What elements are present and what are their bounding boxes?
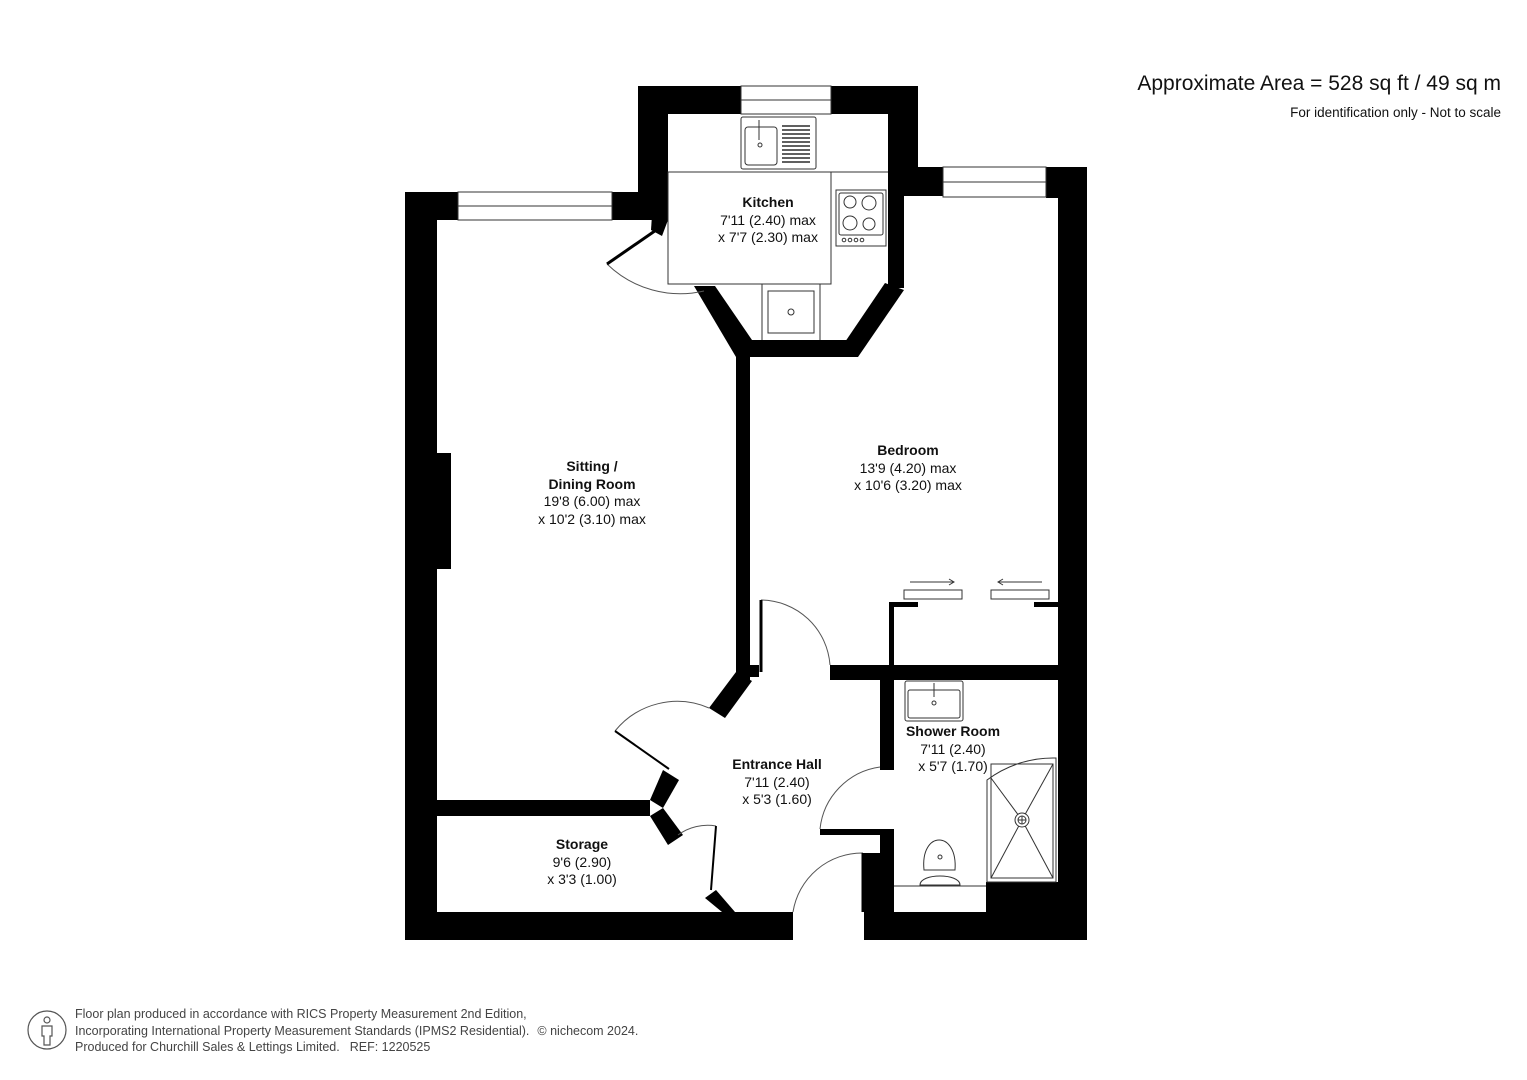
walls (405, 86, 1087, 940)
room-dimension: 9'6 (2.90) (552, 853, 612, 870)
room-dimension: 7'11 (2.40) (920, 740, 986, 757)
room-name: Kitchen (742, 194, 794, 210)
room-bedroom: Bedroom 13'9 (4.20) max x 10'6 (3.20) ma… (854, 442, 962, 495)
wardrobe (903, 578, 1050, 600)
footer-produced-for: Produced for Churchill Sales & Lettings … (75, 1040, 340, 1054)
kitchen-fittings (667, 116, 888, 340)
windows (457, 85, 1047, 221)
footer-line-3: Produced for Churchill Sales & Lettings … (75, 1039, 638, 1056)
doors (606, 224, 881, 913)
reference-number: REF: 1220525 (349, 1040, 431, 1054)
room-kitchen: Kitchen 7'11 (2.40) max x 7'7 (2.30) max (718, 194, 818, 247)
room-dimension: x 10'6 (3.20) max (854, 477, 962, 493)
room-name: Storage (555, 836, 609, 852)
room-name: Shower Room (905, 723, 1001, 739)
room-dimension: 19'8 (6.00) max (543, 493, 641, 509)
footer-line-1: Floor plan produced in accordance with R… (75, 1007, 527, 1021)
room-dimension: x 5'7 (1.70) (918, 758, 988, 774)
room-dimension: x 3'3 (1.00) (547, 871, 617, 887)
room-sitting-dining: Sitting / Dining Room 19'8 (6.00) max x … (538, 458, 646, 528)
room-shower: Shower Room 7'11 (2.40) x 5'7 (1.70) (906, 723, 1000, 776)
room-dimension: 7'11 (2.40) (744, 773, 810, 790)
approximate-area: Approximate Area = 528 sq ft / 49 sq m (1137, 72, 1501, 95)
room-dimension: 13'9 (4.20) max (859, 459, 957, 476)
person-icon (27, 1010, 67, 1050)
room-dimension: 7'11 (2.40) max (720, 211, 816, 228)
room-name: Dining Room (548, 475, 636, 492)
room-entrance-hall: Entrance Hall 7'11 (2.40) x 5'3 (1.60) (732, 756, 821, 809)
room-name: Entrance Hall (732, 756, 822, 772)
room-name: Bedroom (877, 442, 939, 458)
room-dimension: x 5'3 (1.60) (742, 791, 812, 807)
room-dimension: x 7'7 (2.30) max (718, 229, 818, 245)
room-name: Sitting / (566, 458, 618, 474)
footer-disclaimer: Floor plan produced in accordance with R… (75, 1006, 638, 1056)
shower-room-fittings (894, 680, 1057, 887)
room-storage: Storage 9'6 (2.90) x 3'3 (1.00) (547, 836, 617, 889)
room-dimension: x 10'2 (3.10) max (538, 510, 646, 527)
footer-ipms-text: Incorporating International Property Mea… (75, 1023, 530, 1038)
scale-disclaimer: For identification only - Not to scale (1290, 105, 1501, 120)
copyright: © nichecom 2024. (537, 1023, 639, 1038)
footer-line-2: Incorporating International Property Mea… (75, 1023, 638, 1040)
